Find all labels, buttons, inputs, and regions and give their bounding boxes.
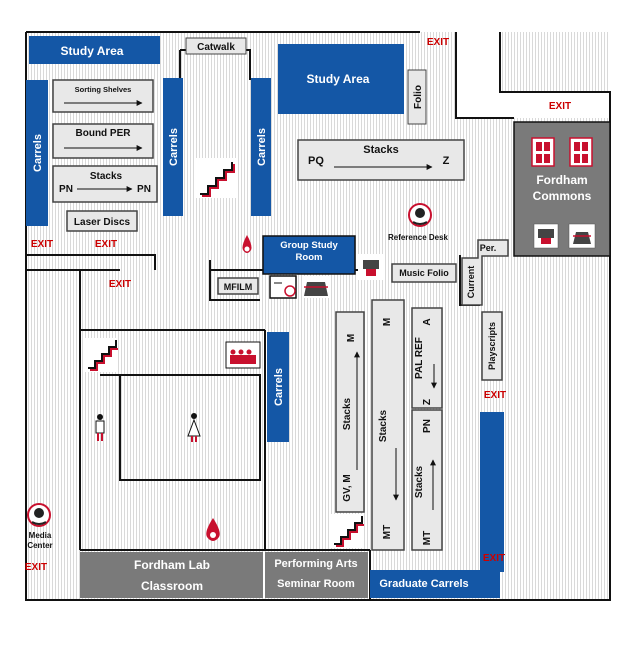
carrels-left-label: Carrels	[32, 134, 44, 172]
exit-label: EXIT	[25, 562, 47, 573]
gv-m-label: GV, M	[342, 474, 353, 501]
folio	[407, 69, 427, 125]
stacks-pn	[52, 165, 158, 203]
graduate-carrels	[370, 570, 500, 598]
fordham-commons-line2: Commons	[533, 189, 592, 203]
bound-per-label: Bound PER	[76, 128, 132, 139]
group-study-room	[262, 235, 356, 275]
carrels-lower	[267, 332, 289, 442]
study-area-left-label: Study Area	[61, 44, 124, 58]
carrels-mid2	[251, 78, 271, 216]
carrels-mid	[163, 78, 183, 216]
performing-label-2: Seminar Room	[277, 578, 355, 590]
mens-restroom-icon	[95, 414, 105, 441]
study-area-center-label: Study Area	[307, 72, 370, 86]
z-label: Z	[422, 399, 433, 405]
study-area-left	[29, 36, 160, 64]
reference-desk-label: Reference Desk	[388, 233, 449, 242]
microfilm-reader-icon	[269, 275, 297, 299]
scanner-icon	[302, 276, 330, 298]
carrels-lower-label: Carrels	[273, 368, 285, 406]
mt-col4-label: MT	[422, 531, 433, 545]
elevator-icon	[225, 341, 261, 369]
stacks-col1-label: Stacks	[342, 397, 353, 430]
performing-arts-seminar-room	[265, 552, 368, 598]
scanner-icon	[568, 223, 596, 249]
exit-label: EXIT	[31, 239, 53, 250]
study-area-center	[278, 44, 404, 114]
folio-label: Folio	[413, 85, 424, 109]
womens-restroom-icon	[187, 413, 201, 442]
stairs-icon	[330, 514, 364, 548]
exit-label: EXIT	[484, 390, 506, 401]
mfilm	[217, 277, 259, 295]
group-study-label-1: Group Study	[280, 240, 338, 251]
playscripts-label: Playscripts	[487, 322, 497, 370]
catwalk-label: Catwalk	[197, 42, 235, 53]
graduate-carrels-label: Graduate Carrels	[379, 578, 468, 590]
carrels-mid-label: Carrels	[168, 128, 180, 166]
exit-label: EXIT	[109, 279, 131, 290]
playscripts	[481, 311, 503, 381]
pn-right-label: PN	[137, 184, 151, 195]
music-folio	[391, 263, 457, 283]
fordham-lab-classroom	[80, 552, 263, 598]
pal-ref-label: PAL REF	[414, 337, 425, 379]
stacks-pn-label: Stacks	[90, 171, 123, 182]
stairs-icon	[84, 338, 118, 372]
graduate-carrels-column	[480, 412, 504, 572]
sorting-shelves	[52, 79, 154, 113]
water-fountain-icon	[206, 518, 220, 541]
media-center-label-1: Media	[29, 531, 52, 540]
lab-label-2: Classroom	[141, 579, 203, 593]
stacks-pq-title: Stacks	[363, 144, 398, 156]
help-desk-icon	[27, 503, 51, 527]
exit-label: EXIT	[483, 553, 505, 564]
help-desk-icon	[408, 203, 432, 227]
stacks-col-1	[335, 311, 365, 513]
stacks-col-4	[411, 409, 443, 551]
fordham-commons-line1: Fordham	[536, 173, 587, 187]
mfilm-label: MFILM	[224, 282, 253, 292]
stacks-col4-label: Stacks	[414, 465, 425, 498]
stacks-col-2	[371, 299, 405, 551]
carrels-mid2-label: Carrels	[256, 128, 268, 166]
current-periodicals	[461, 239, 509, 306]
performing-label-1: Performing Arts	[274, 558, 357, 570]
exit-label: EXIT	[427, 37, 449, 48]
sorting-shelves-label: Sorting Shelves	[75, 85, 132, 94]
mt-col2-label: MT	[382, 525, 393, 539]
computer-icon	[569, 137, 593, 167]
laser-discs	[66, 210, 138, 232]
pn-col4-label: PN	[422, 419, 433, 433]
exit-label: EXIT	[95, 239, 117, 250]
laser-discs-label: Laser Discs	[74, 217, 131, 228]
current-label: Current	[466, 266, 476, 299]
stairs-icon	[196, 158, 236, 198]
per-label: Per.	[480, 243, 497, 253]
pq-label: PQ	[308, 155, 324, 167]
m-col2-label: M	[382, 318, 393, 326]
music-folio-label: Music Folio	[399, 268, 449, 278]
carrels-left	[26, 80, 48, 226]
media-center-label-2: Center	[27, 541, 52, 550]
pal-ref	[411, 307, 443, 409]
bound-per	[52, 123, 154, 159]
printer-icon	[533, 223, 559, 249]
lab-label-1: Fordham Lab	[134, 558, 210, 572]
z-top-label: Z	[443, 155, 450, 167]
printer-icon	[358, 254, 384, 280]
stacks-col2-label: Stacks	[378, 409, 389, 442]
group-study-label-2: Room	[296, 252, 323, 263]
exit-label: EXIT	[549, 101, 571, 112]
stacks-pq-z	[297, 139, 465, 181]
computer-icon	[531, 137, 555, 167]
a-label: A	[422, 318, 433, 325]
m-col1-label: M	[346, 334, 357, 342]
catwalk	[185, 37, 247, 55]
pn-left-label: PN	[59, 184, 73, 195]
